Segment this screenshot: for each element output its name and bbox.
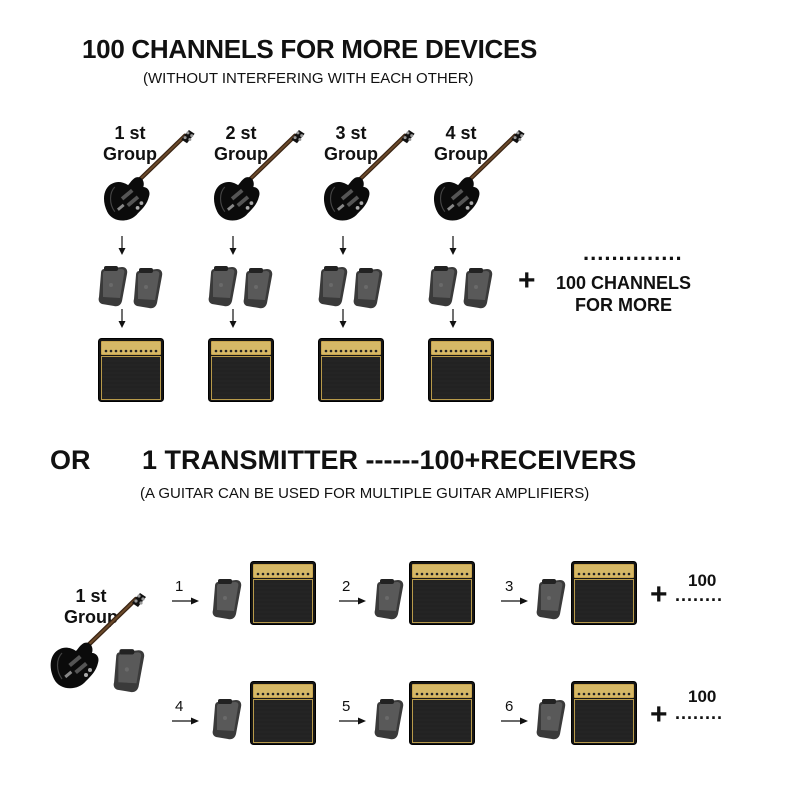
source-group-label: 1 st Group [56, 586, 126, 628]
right-arrow-icon [172, 596, 200, 606]
group-column-3: 3 st Group [316, 123, 386, 165]
amplifier-icon [208, 338, 274, 402]
group-word: Group [103, 144, 157, 164]
right-arrow-icon [501, 716, 529, 726]
plus-sign: + [650, 578, 668, 611]
group-word: Group [434, 144, 488, 164]
group-label-1: 1 st Group [95, 123, 165, 165]
receiver-icon [536, 578, 566, 620]
amplifier-icon [98, 338, 164, 402]
step-number-5: 5 [342, 698, 351, 715]
group-column-4: 4 st Group [426, 123, 496, 165]
group-label-3: 3 st Group [316, 123, 386, 165]
transmitter-icon [428, 265, 458, 307]
receiver-icon [374, 578, 404, 620]
transmitter-icon [113, 648, 145, 693]
more-dots: .............. [583, 240, 683, 265]
down-arrow-icon [448, 308, 458, 330]
more-dots: ........ [675, 703, 724, 723]
down-arrow-icon [338, 235, 348, 257]
more-channels-label: 100 CHANNELS FOR MORE [556, 272, 691, 316]
amplifier-icon [571, 561, 637, 625]
right-arrow-icon [339, 716, 367, 726]
group-word: Group [64, 607, 118, 627]
amplifier-icon [318, 338, 384, 402]
more-count: 100 [688, 571, 717, 590]
group-number: 4 st [445, 123, 477, 143]
transmitter-icon [208, 265, 238, 307]
down-arrow-icon [117, 308, 127, 330]
step-number-1: 1 [175, 578, 184, 595]
down-arrow-icon [448, 235, 458, 257]
bass-guitar-icon [320, 130, 418, 225]
top-subtitle: (WITHOUT INTERFERING WITH EACH OTHER) [143, 70, 474, 87]
amplifier-icon [409, 561, 475, 625]
group-number: 1 st [75, 586, 107, 606]
step-number-2: 2 [342, 578, 351, 595]
bass-guitar-icon [210, 130, 308, 225]
transmitter-icon [318, 265, 348, 307]
receiver-icon [212, 578, 242, 620]
receiver-icon [133, 267, 163, 309]
step-number-4: 4 [175, 698, 184, 715]
bass-guitar-icon [100, 130, 198, 225]
down-arrow-icon [117, 235, 127, 257]
receiver-icon [243, 267, 273, 309]
group-label-4: 4 st Group [426, 123, 496, 165]
amplifier-icon [571, 681, 637, 745]
amplifier-icon [250, 681, 316, 745]
receiver-icon [536, 698, 566, 740]
receiver-icon [212, 698, 242, 740]
plus-sign: + [518, 264, 536, 297]
group-word: Group [214, 144, 268, 164]
top-title: 100 CHANNELS FOR MORE DEVICES [82, 34, 538, 64]
amplifier-icon [428, 338, 494, 402]
right-arrow-icon [501, 596, 529, 606]
receiver-icon [374, 698, 404, 740]
right-arrow-icon [339, 596, 367, 606]
right-arrow-icon [172, 716, 200, 726]
bass-guitar-icon [430, 130, 528, 225]
more-count: 100 [688, 687, 717, 706]
more-line-2: FOR MORE [575, 295, 673, 315]
down-arrow-icon [338, 308, 348, 330]
group-label-2: 2 st Group [206, 123, 276, 165]
down-arrow-icon [228, 308, 238, 330]
group-word: Group [324, 144, 378, 164]
bottom-title: 1 TRANSMITTER ------100+RECEIVERS [142, 445, 637, 475]
group-column-2: 2 st Group [206, 123, 276, 165]
amplifier-icon [250, 561, 316, 625]
down-arrow-icon [228, 235, 238, 257]
or-label: OR [50, 445, 91, 475]
bottom-subtitle: (A GUITAR CAN BE USED FOR MULTIPLE GUITA… [140, 485, 590, 502]
group-number: 3 st [335, 123, 367, 143]
amplifier-icon [409, 681, 475, 745]
group-number: 1 st [114, 123, 146, 143]
plus-sign: + [650, 698, 668, 731]
group-column-1: 1 st Group [95, 123, 165, 165]
group-number: 2 st [225, 123, 257, 143]
receiver-icon [463, 267, 493, 309]
transmitter-icon [98, 265, 128, 307]
receiver-icon [353, 267, 383, 309]
more-dots: ........ [675, 585, 724, 605]
more-line-1: 100 CHANNELS [556, 273, 692, 293]
step-number-6: 6 [505, 698, 514, 715]
step-number-3: 3 [505, 578, 514, 595]
